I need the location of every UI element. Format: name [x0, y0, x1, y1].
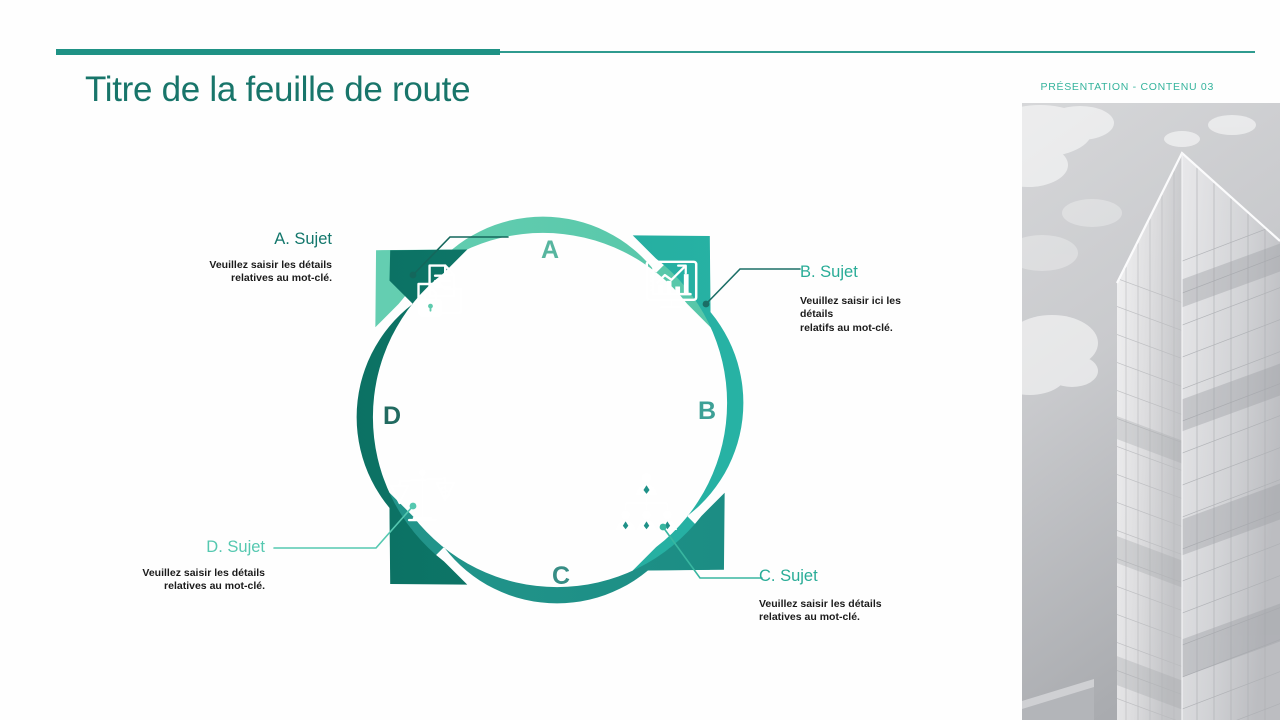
section-kicker: PRÉSENTATION - CONTENU 03	[1040, 81, 1214, 93]
connector-d	[273, 502, 417, 549]
balance-scales-icon	[389, 469, 455, 522]
header-rule-thin	[500, 51, 1255, 53]
segment-letter-a: A	[541, 236, 559, 264]
callout-d-title: D. Sujet	[206, 538, 265, 556]
cycle-segment-d[interactable]	[223, 211, 635, 623]
connector-c	[659, 523, 763, 579]
callout-b-line3: relatifs au mot-clé.	[800, 322, 893, 335]
segment-letter-c: C	[552, 562, 570, 590]
callout-a-title: A. Sujet	[274, 230, 332, 248]
callout-b-line2: détails	[800, 308, 834, 321]
page-title: Titre de la feuille de route	[85, 70, 471, 109]
callout-c[interactable]: C. Sujet Veuillez saisir les détails rel…	[759, 568, 949, 625]
cycle-segment-a[interactable]	[337, 83, 749, 495]
callout-d-body: Veuillez saisir les détails relatives au…	[100, 567, 265, 595]
connector-a	[409, 236, 509, 279]
callout-d-line1: Veuillez saisir les détails	[142, 566, 265, 579]
cycle-segment-b[interactable]	[465, 197, 877, 609]
callout-d[interactable]: D. Sujet Veuillez saisir les détails rel…	[100, 539, 265, 594]
callout-b-line1: Veuillez saisir ici les	[800, 294, 901, 307]
callout-b[interactable]: B. Sujet Veuillez saisir ici les détails…	[800, 264, 980, 336]
segment-letter-b: B	[698, 397, 716, 425]
header-rule-thick	[56, 49, 500, 55]
document-lock-folder-icon	[417, 264, 463, 318]
callout-c-line1: Veuillez saisir les détails	[759, 597, 882, 610]
callout-c-line2: relatives au mot-clé.	[759, 611, 860, 624]
callout-b-body: Veuillez saisir ici les détails relatifs…	[800, 295, 980, 337]
segment-letter-d: D	[383, 402, 401, 430]
callout-a-line2: relatives au mot-clé.	[231, 272, 332, 285]
connector-b	[702, 268, 801, 308]
callout-a-line1: Veuillez saisir les détails	[209, 258, 332, 271]
callout-a[interactable]: A. Sujet Veuillez saisir les détails rel…	[120, 231, 332, 286]
callout-b-title: B. Sujet	[800, 263, 858, 281]
org-chart-icon	[616, 472, 677, 530]
chart-monitor-icon	[645, 260, 698, 309]
cycle-diagram: A B C D	[273, 165, 801, 655]
building-photo	[1022, 103, 1280, 720]
callout-c-body: Veuillez saisir les détails relatives au…	[759, 598, 949, 626]
cycle-segment-c[interactable]	[351, 325, 763, 720]
callout-a-body: Veuillez saisir les détails relatives au…	[120, 259, 332, 287]
callout-c-title: C. Sujet	[759, 567, 818, 585]
callout-d-line2: relatives au mot-clé.	[164, 580, 265, 593]
